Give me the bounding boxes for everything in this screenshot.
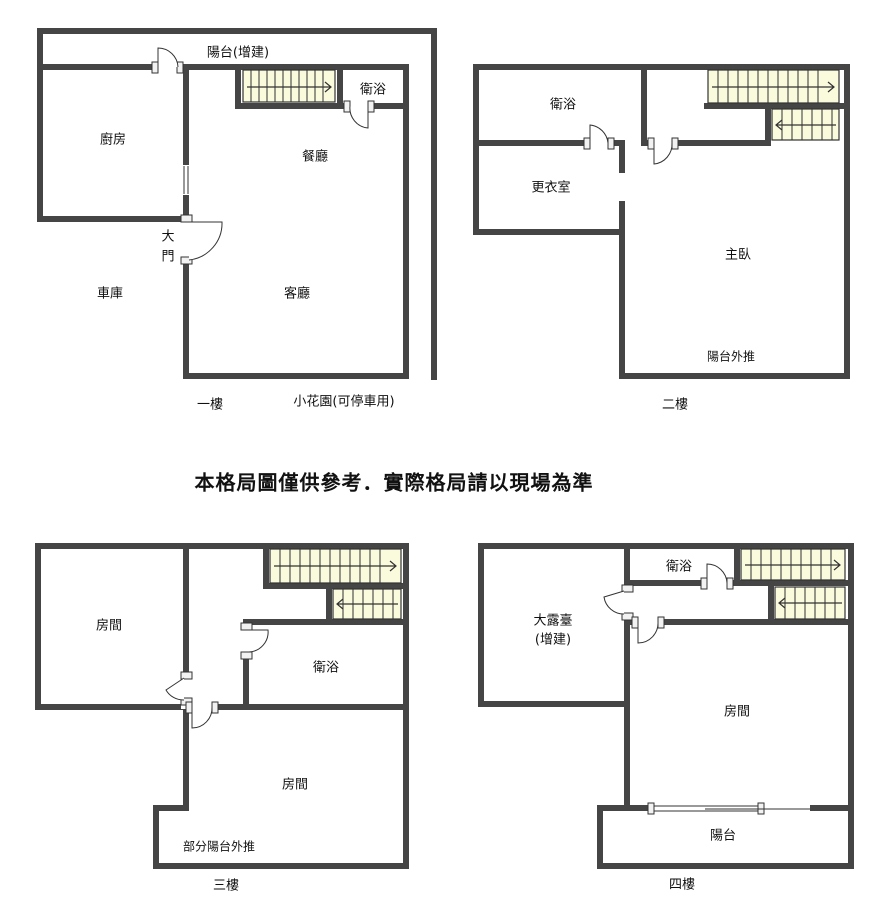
floor-3-name: 三樓: [212, 878, 240, 894]
f2-master-label: 主臥: [724, 247, 752, 263]
f1-garden-label: 小花園(可停車用): [293, 394, 395, 410]
f4-terrace-note: (增建): [534, 632, 572, 648]
f2-closet-label: 更衣室: [531, 180, 571, 196]
floor-4-plan: [478, 543, 854, 869]
f1-door-label-top: 大: [161, 229, 175, 245]
f1-living-label: 客廳: [283, 286, 311, 302]
f3-room-a-label: 房間: [95, 618, 123, 634]
floor-3-stairs: [269, 548, 402, 620]
f4-room-label: 房間: [723, 704, 751, 720]
f4-bathroom-label: 衛浴: [665, 559, 693, 575]
f1-garage-label: 車庫: [96, 286, 124, 302]
f3-room-b-label: 房間: [281, 777, 309, 793]
f1-bathroom-label: 衛浴: [359, 82, 387, 98]
floor-1-name: 一樓: [196, 397, 224, 413]
f4-terrace-label: 大露臺: [533, 613, 573, 629]
floor-4-name: 四樓: [668, 877, 696, 893]
floor-1-stairs: [242, 69, 336, 103]
floor-2-name: 二樓: [661, 397, 689, 413]
f2-bathroom-label: 衛浴: [549, 97, 577, 113]
f3-balcony-ext-label: 部分陽台外推: [182, 839, 256, 854]
disclaimer-notice: 本格局圖僅供參考．實際格局請以現場為準: [194, 470, 594, 495]
floor-4-stairs: [740, 548, 846, 620]
floor-1-plan: [37, 28, 437, 380]
floor-2-stairs: [707, 69, 840, 141]
f3-bathroom-label: 衛浴: [312, 660, 340, 676]
f4-balcony-label: 陽台: [709, 828, 737, 844]
floor-2-plan: [473, 64, 850, 379]
f1-dining-label: 餐廳: [301, 149, 329, 165]
floor-3-plan: [35, 543, 409, 869]
f2-balcony-ext-label: 陽台外推: [706, 349, 756, 364]
f1-kitchen-label: 廚房: [99, 132, 127, 148]
f1-balcony-label: 陽台(增建): [206, 45, 270, 61]
f1-door-label-bottom: 門: [161, 249, 175, 265]
